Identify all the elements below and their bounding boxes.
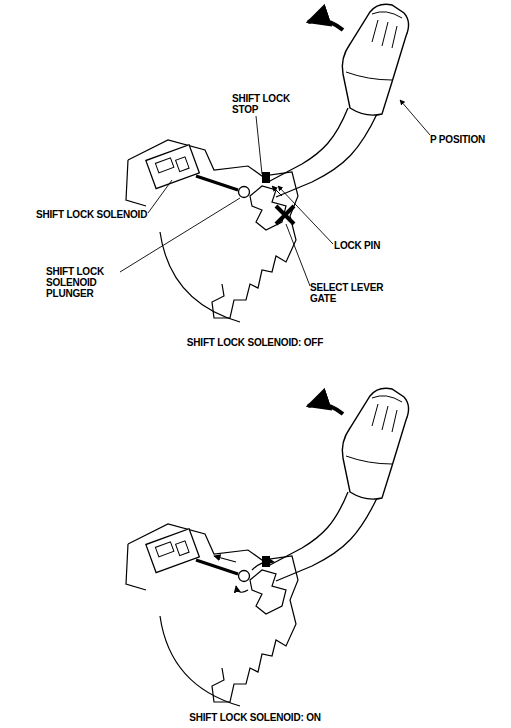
leader-line [256, 116, 262, 174]
leader-line [278, 186, 333, 244]
blocked-mark [276, 206, 294, 224]
part-label: SHIFT LOCK STOP [232, 93, 290, 115]
figure-caption: SHIFT LOCK SOLENOID: ON [155, 712, 355, 723]
part-label: SHIFT LOCK SOLENOID PLUNGER [46, 266, 146, 299]
part-label: SELECT LEVER GATE [310, 282, 386, 304]
part-label: P POSITION [430, 134, 508, 145]
part-label: LOCK PIN [334, 240, 404, 251]
lever-assembly [126, 388, 409, 706]
leader-line [286, 224, 310, 286]
figure-caption: SHIFT LOCK SOLENOID: OFF [155, 337, 355, 348]
leader-line [400, 100, 430, 135]
part-label: SHIFT LOCK SOLENOID [36, 209, 166, 220]
leader-line [148, 180, 172, 213]
lever-assembly [126, 4, 409, 322]
